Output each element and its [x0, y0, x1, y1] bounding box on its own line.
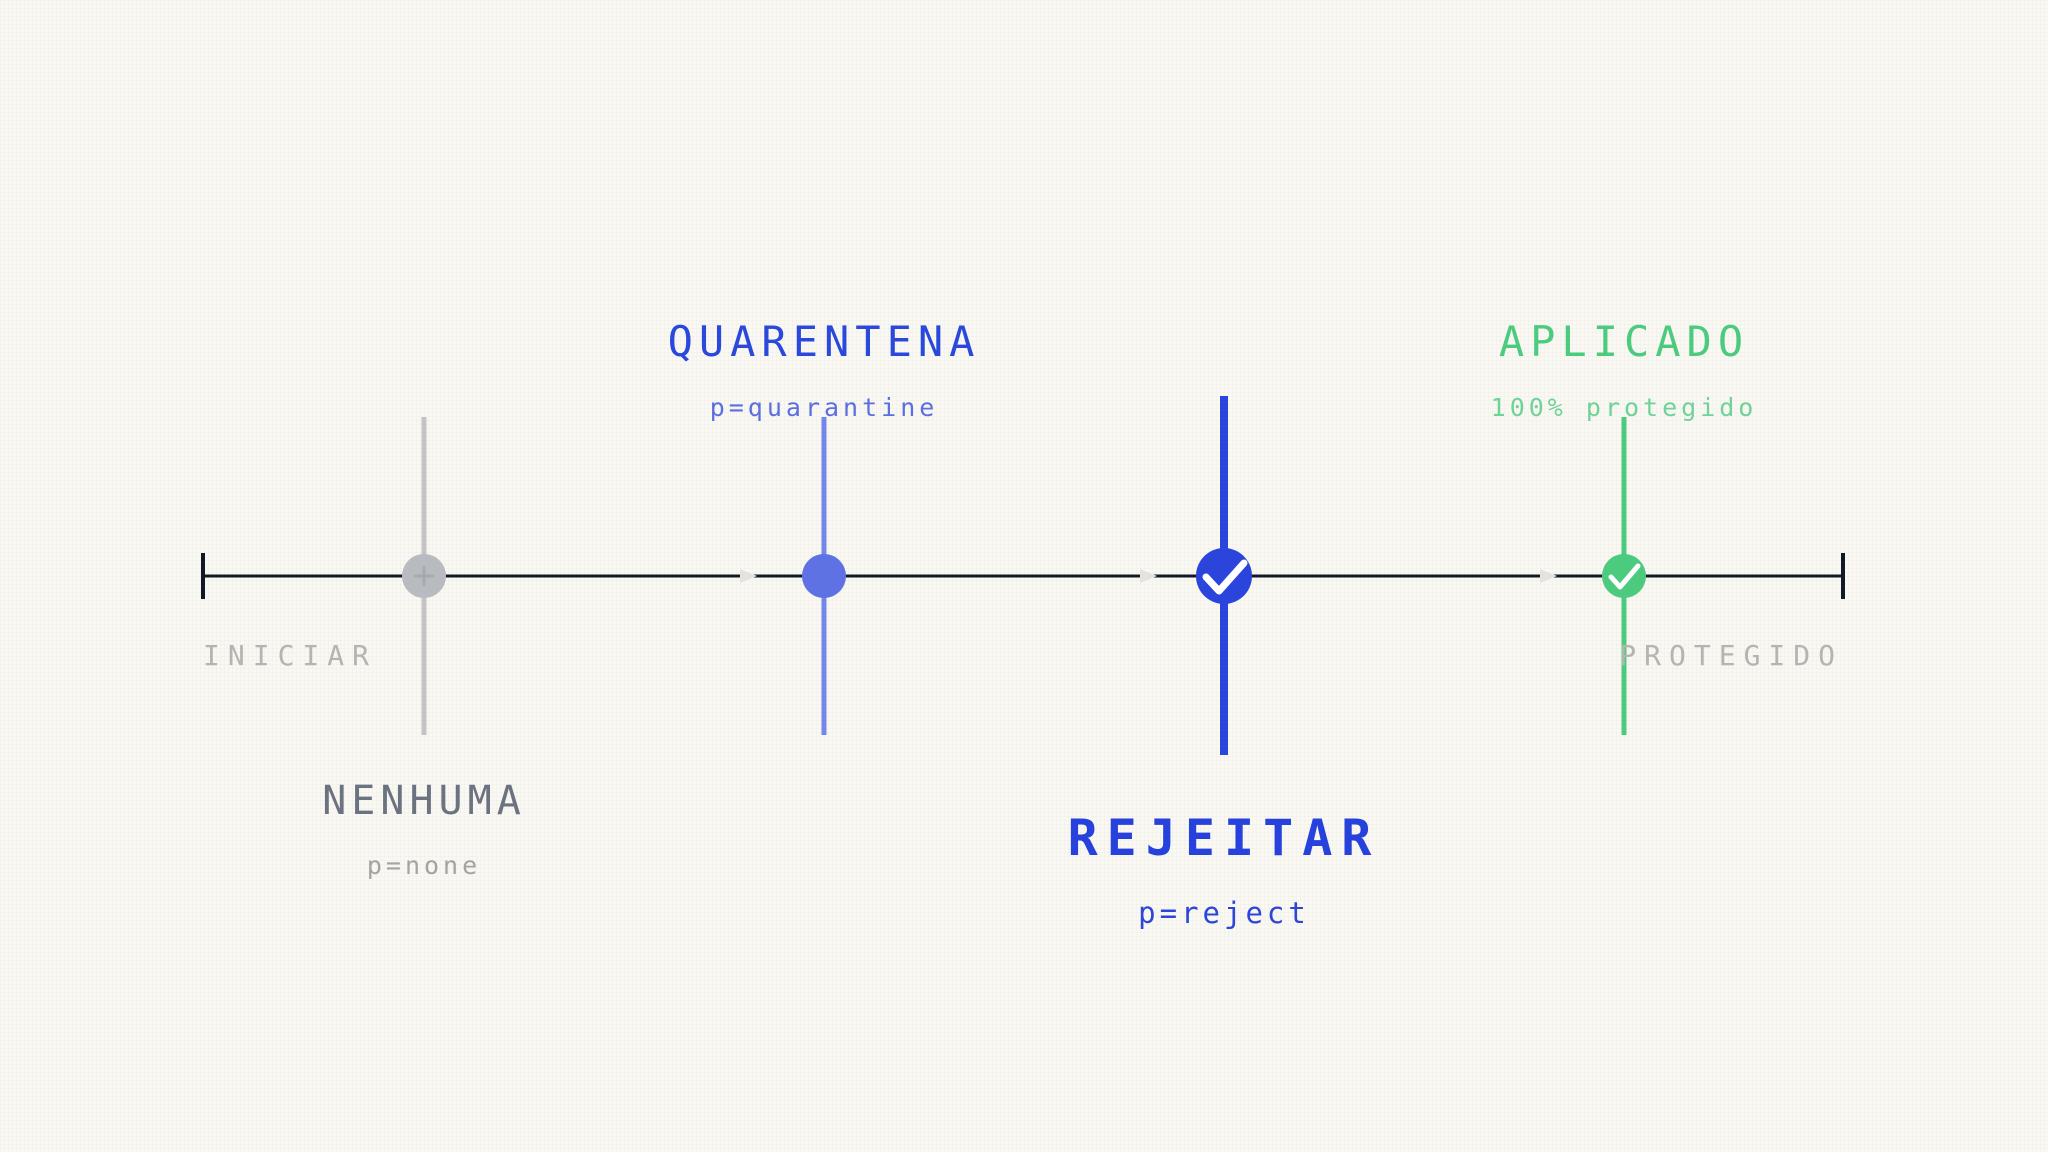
timeline-start-label: INICIAR — [203, 639, 377, 672]
direction-arrow-icon — [1540, 569, 1557, 583]
stage-quarantine-title: QUARENTENA — [668, 317, 981, 366]
direction-arrow-icon — [1140, 569, 1157, 583]
stage-reject-title: REJEITAR — [1068, 809, 1381, 867]
stage-applied-node — [1602, 554, 1646, 598]
stage-quarantine: QUARENTENA p=quarantine — [668, 317, 981, 735]
stage-applied-title: APLICADO — [1499, 317, 1749, 366]
stage-reject-subtitle: p=reject — [1138, 896, 1310, 930]
check-icon — [1608, 563, 1641, 590]
plus-icon — [414, 566, 434, 586]
stage-none-subtitle: p=none — [367, 851, 481, 880]
stage-quarantine-subtitle: p=quarantine — [710, 393, 939, 422]
direction-arrow-icon — [740, 569, 757, 583]
stage-applied: APLICADO 100% protegido — [1491, 317, 1758, 735]
stage-reject-node — [1196, 548, 1252, 604]
timeline-end-label: PROTEGIDO — [1619, 639, 1843, 672]
stage-quarantine-node — [802, 554, 846, 598]
stage-none: NENHUMA p=none — [322, 417, 526, 880]
stage-applied-subtitle: 100% protegido — [1491, 393, 1758, 422]
stage-none-title: NENHUMA — [322, 778, 526, 824]
stage-reject: REJEITAR p=reject — [1068, 396, 1381, 930]
check-icon — [1202, 559, 1248, 595]
